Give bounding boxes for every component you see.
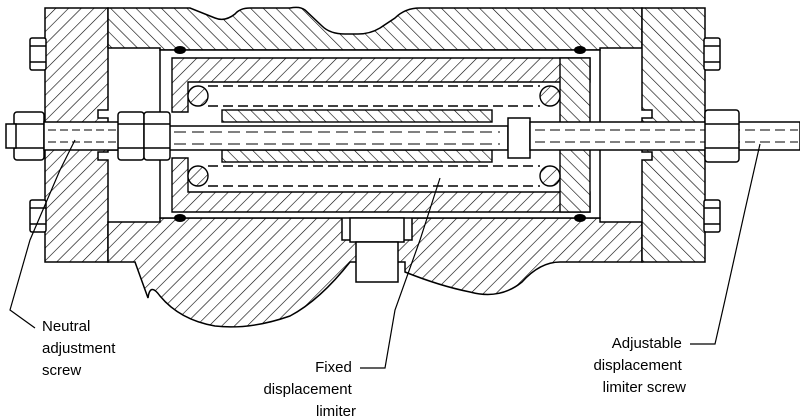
right-lower-bolt — [703, 199, 721, 233]
seals — [174, 46, 586, 222]
callout-adjustable-line2: displacement — [593, 357, 682, 374]
svg-text:Neutral adjustment: Neutral adjustment screw — [42, 318, 120, 379]
svg-text:Fixed displacement: Fixed displacement limiter — [263, 359, 356, 420]
housing-lower — [107, 217, 643, 328]
neutral-adjustment-screw — [5, 111, 171, 161]
right-upper-bolt — [703, 37, 721, 71]
callout-fixed-line1: Fixed — [315, 359, 352, 376]
callout-neutral-line3: screw — [42, 362, 81, 379]
fixed-displacement-limiter-tube — [221, 109, 493, 163]
callout-fixed-displacement-limiter: Fixed displacement limiter — [263, 359, 356, 420]
actuator-rod — [107, 117, 531, 159]
bottom-port — [349, 217, 405, 283]
svg-text:Adjustable displacement: Adjustable displacement limiter screw — [593, 335, 686, 396]
callout-adjustable-displacement-limiter-screw: Adjustable displacement limiter screw — [593, 335, 686, 396]
leader-lines — [9, 139, 761, 369]
callout-fixed-line2: displacement — [263, 381, 352, 398]
left-lower-bolt — [29, 199, 47, 233]
adjustable-displacement-limiter-screw — [529, 109, 800, 163]
callout-adjustable-line1: Adjustable — [612, 335, 682, 352]
callout-fixed-line3: limiter — [316, 403, 356, 420]
callout-neutral-adjustment-screw: Neutral adjustment screw — [42, 318, 120, 379]
callout-neutral-line2: adjustment — [42, 340, 116, 357]
callout-adjustable-line3: limiter screw — [603, 379, 687, 396]
left-upper-bolt — [29, 37, 47, 71]
callout-neutral-line1: Neutral — [42, 318, 90, 335]
housing-upper — [107, 6, 643, 51]
return-spring — [187, 85, 561, 187]
